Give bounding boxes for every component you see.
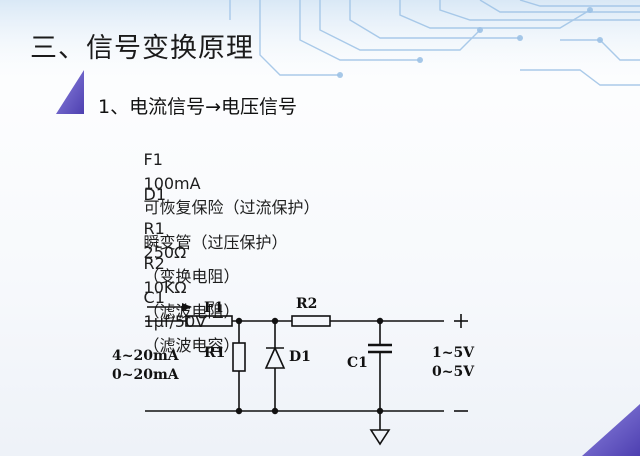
input-range-1: 4~20mA: [112, 348, 180, 364]
section-subheading: 1、电流信号→电压信号: [98, 96, 298, 118]
component-list: F1 100mA 可恢复保险（过流保护） D1 瞬变管（过压保护） R1 250…: [113, 124, 320, 355]
component-item-d1: D1 瞬变管（过压保护）: [143, 184, 288, 252]
ground-symbol: [369, 429, 391, 446]
output-range-1: 1~5V: [432, 345, 475, 361]
label-d1: D1: [289, 349, 311, 365]
diode-d1: [264, 346, 286, 369]
resistor-r1: [232, 342, 246, 372]
bullet-triangle-icon: [56, 70, 84, 114]
label-r1: R1: [204, 345, 225, 361]
slide-title: 三、信号变换原理: [30, 33, 254, 64]
resistor-r2: [291, 315, 331, 327]
label-f1: F1: [204, 300, 224, 316]
arrow-head-icon: [182, 303, 192, 311]
label-c1: C1: [347, 355, 368, 371]
fuse-f1: [185, 315, 233, 327]
label-r2: R2: [296, 296, 317, 312]
output-range-2: 0~5V: [432, 364, 475, 380]
corner-decoration: [582, 404, 640, 456]
input-range-2: 0~20mA: [112, 367, 180, 383]
component-item-f1: F1 100mA 可恢复保险（过流保护）: [143, 150, 320, 217]
component-item-r1: R1 250Ω （变换电阻）: [143, 219, 240, 286]
circuit-banner-decoration: [0, 0, 640, 95]
circuit-schematic: F1 R2 R1 D1 C1 4~20mA 0~20mA 1~5V 0~5V: [112, 296, 475, 446]
